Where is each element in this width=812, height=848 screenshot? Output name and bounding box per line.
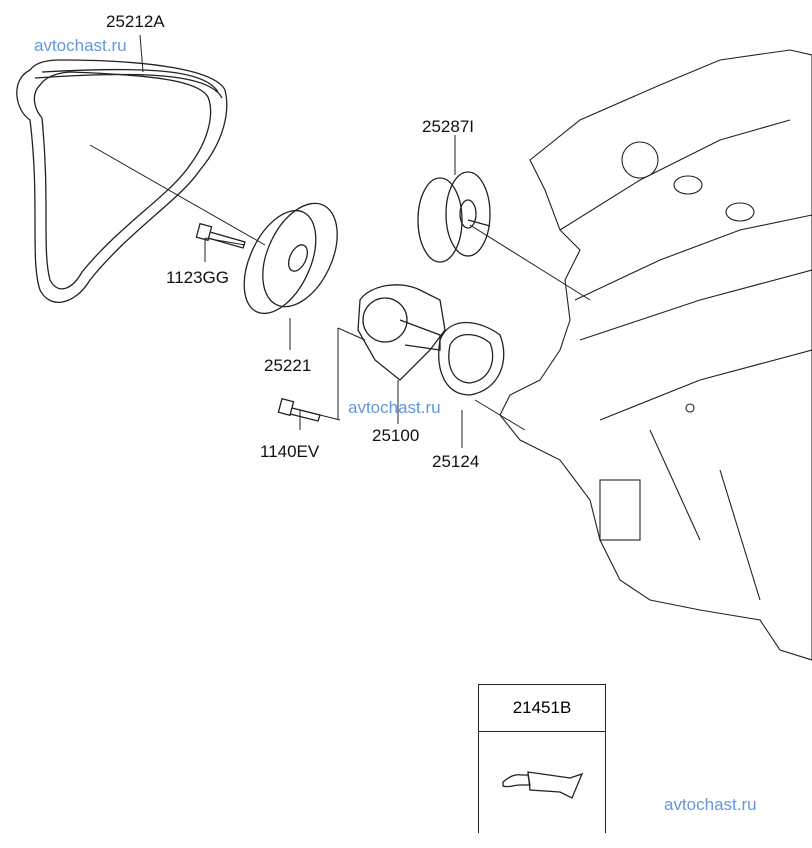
label-sealant: 21451B (479, 685, 605, 732)
sealant-tube-icon (502, 771, 584, 799)
sealant-legend-box: 21451B (478, 684, 606, 833)
label-pulley-bolt: 1123GG (166, 268, 230, 287)
tensioner-pulley (417, 171, 491, 263)
water-pump (357, 284, 446, 381)
leader-lines (89, 34, 591, 448)
label-pump-pulley: 25221 (264, 356, 312, 375)
watermark: avtochast.ru (664, 795, 757, 814)
label-water-pump: 25100 (372, 426, 420, 445)
pulley-bolt (195, 222, 246, 249)
label-tensioner-pulley: 25287I (422, 117, 474, 136)
water-pump-pulley (243, 202, 338, 315)
watermark: avtochast.ru (348, 398, 441, 417)
label-gasket: 25124 (432, 452, 480, 471)
label-belt: 25212A (106, 12, 165, 31)
drive-belt (16, 59, 228, 303)
label-pump-bolt: 1140EV (260, 442, 320, 461)
gasket (438, 321, 505, 396)
engine-block (499, 49, 812, 661)
pump-bolt (277, 397, 321, 422)
watermark: avtochast.ru (34, 36, 127, 55)
